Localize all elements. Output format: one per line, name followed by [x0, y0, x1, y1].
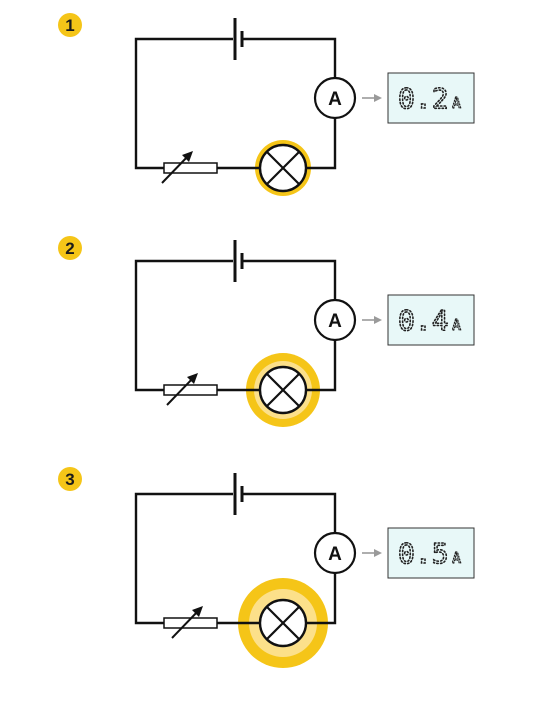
- readout-arrow-head: [374, 549, 382, 557]
- resistor-arrow-head: [192, 606, 203, 617]
- wire-top-right: [242, 492, 337, 533]
- lcd-unit: A: [452, 94, 461, 112]
- variable-resistor: [163, 162, 218, 174]
- resistor-arrow-head: [182, 151, 193, 162]
- wire-left: [134, 37, 233, 170]
- variable-resistor: [163, 384, 218, 396]
- wire-right: [306, 118, 337, 170]
- ammeter-symbol: A: [328, 89, 342, 110]
- readout-arrow-head: [374, 94, 382, 102]
- lamp-cross-b: [266, 606, 300, 640]
- resistor-arrow-shaft: [161, 153, 191, 184]
- step-badge-label: 1: [65, 16, 74, 35]
- wire-top-right: [242, 259, 337, 300]
- wire-right: [306, 340, 337, 392]
- lcd-reading: 0.4: [398, 304, 449, 337]
- wire-right: [306, 573, 337, 625]
- wire-left: [134, 492, 233, 625]
- lcd-display: [387, 294, 475, 346]
- wire-top-right: [242, 37, 337, 78]
- resistor-arrow-shaft: [171, 608, 201, 639]
- wire-left: [134, 259, 233, 392]
- lcd-reading: 0.5: [398, 537, 449, 570]
- step-badge: 2: [58, 236, 82, 260]
- ammeter: [313, 76, 357, 120]
- lcd-display: [387, 72, 475, 124]
- step-badge-circle: [58, 236, 82, 260]
- lamp-cross-b: [266, 373, 300, 407]
- lcd-unit: A: [452, 549, 461, 567]
- ammeter: [313, 531, 357, 575]
- resistor-arrow-head: [187, 373, 198, 384]
- step-badge: 1: [58, 13, 82, 37]
- step-badge-label: 3: [65, 470, 74, 489]
- step-badge-circle: [58, 13, 82, 37]
- lcd-reading: 0.2: [398, 82, 449, 115]
- resistor-arrow-shaft: [166, 375, 196, 406]
- ammeter-symbol: A: [328, 544, 342, 565]
- step-badge: 3: [58, 467, 82, 491]
- readout-arrow-head: [374, 316, 382, 324]
- lcd-display: [387, 527, 475, 579]
- step-badge-circle: [58, 467, 82, 491]
- lcd-unit: A: [452, 316, 461, 334]
- ammeter-symbol: A: [328, 311, 342, 332]
- step-badge-label: 2: [65, 239, 74, 258]
- ammeter: [313, 298, 357, 342]
- lamp-cross-b: [266, 151, 300, 185]
